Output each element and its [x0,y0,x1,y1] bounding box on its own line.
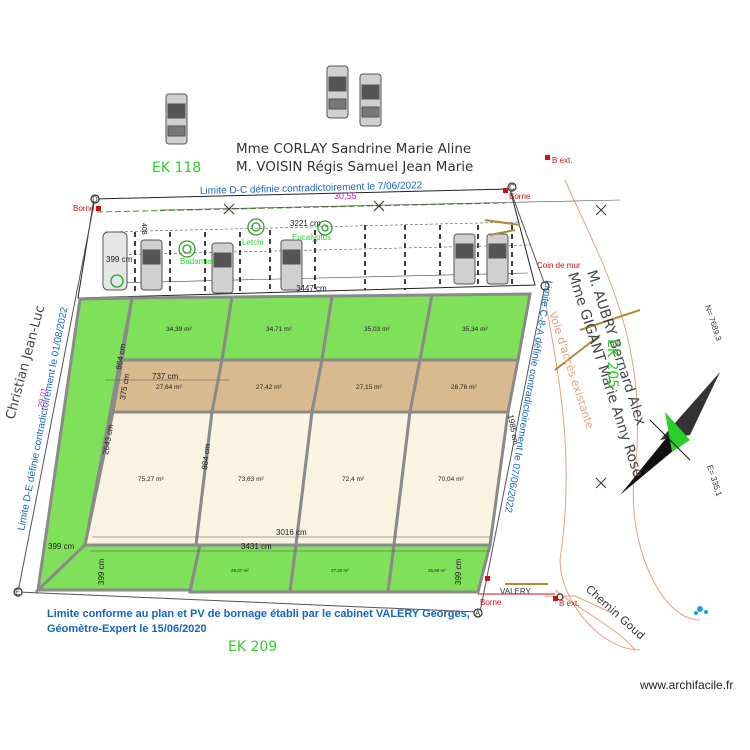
parcel-ek118: EK 118 [152,160,201,176]
dim-3055: 30,55 [334,191,357,201]
limit-bottom-1: Limite conforme au plan et PV de bornage… [47,608,470,620]
borne-label-d: Borne [73,204,95,213]
dim-3221: 3221 cm [290,219,321,228]
lots [34,292,532,595]
area-r3-3: 72,4 m² [342,476,365,483]
b-ext-top: B ext. [552,156,572,165]
north-arrow [620,372,720,495]
point-e: E [15,588,20,597]
area-r1-1: 34,39 m² [166,326,192,333]
dim-3431: 3431 cm [241,542,272,551]
area-r3-4: 70,04 m² [438,476,464,483]
road-chemin: Chemin Goud [583,583,647,643]
dim-3016: 3016 cm [276,528,307,537]
tree-eucalyptus: Eucalyptus [292,233,331,242]
parcel-ek209: EK 209 [228,639,277,655]
area-r3-2: 73,63 m² [238,476,264,483]
parked-cars-lot [102,231,509,294]
owner-top-line1: Mme CORLAY Sandrine Marie Aline [236,141,471,157]
parked-cars-top [165,65,382,145]
borne-label-c: Borne [509,192,531,201]
lot-r4-3 [386,543,492,594]
coord-e: E= 335,1 [705,464,724,498]
owner-top-line2: M. VOISIN Régis Samuel Jean Marie [236,159,473,175]
b-ext-bottom: B ext. [559,599,579,608]
parcel-ek205: EK 205 [604,339,620,388]
survey-points [13,182,564,618]
area-r2-1: 27,64 m² [156,384,182,391]
boundaries [17,188,555,613]
area-r1-4: 35,34 m² [462,326,488,333]
area-r2-3: 27,15 m² [356,384,382,391]
limit-bottom-2: Géomètre-Expert le 15/06/2020 [47,623,207,635]
area-r4-3: 25,95 m² [428,568,446,573]
dim-3447: 3447 cm [296,284,327,293]
point-c: C [509,183,515,192]
fence-marks [484,219,641,585]
borne-label-a: Borne [480,598,502,607]
point-d: D [92,195,98,204]
area-r1-2: 34,71 m² [266,326,292,333]
area-r4-2: 27,32 m² [331,568,349,573]
coin-de-mur-label: Coin de mur [537,261,581,270]
dim-399-bottom-right: 399 cm [454,558,463,585]
dim-737: 737 cm [152,372,179,381]
area-r3-1: 75,27 m² [138,476,164,483]
water-feature [694,606,708,615]
area-r1-3: 35,03 m² [364,326,390,333]
borne-markers [96,155,558,601]
valery-label: VALERY [500,587,531,596]
parking-area [77,188,621,489]
area-r2-4: 26,76 m² [451,384,477,391]
dim-399-left: 399 cm [48,542,75,551]
coord-n: N= 7689,3 [703,304,723,343]
trees [110,218,333,288]
dim-2901: 29,01 [36,386,49,408]
dim-399-top: 399 cm [106,255,133,264]
dim-399-bottom-left: 399 cm [97,558,106,585]
dim-884: 884 cm [200,443,212,470]
point-a: A [475,609,481,618]
areas: 34,39 m² 34,71 m² 35,03 m² 35,34 m² 27,6… [138,326,488,573]
area-r4-1: 29,07 m² [231,568,249,573]
tree-letchi: Letchi [242,238,264,247]
tree-badamier: Badamier [180,257,215,266]
watermark: www.archifacile.fr [639,678,733,692]
dim-408: 408 [140,223,147,235]
limit-dc: Limite D-C définie contradictoirement le… [200,180,423,197]
area-r2-2: 27,42 m² [256,384,282,391]
